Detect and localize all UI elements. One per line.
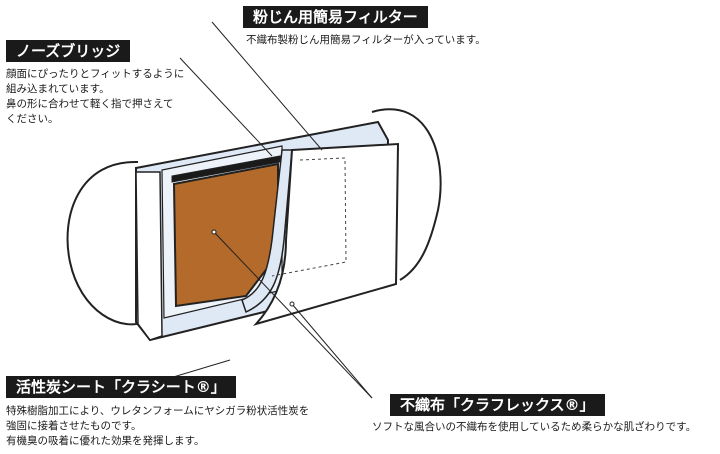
pointer-nose	[179, 57, 273, 157]
carbon-desc-line: 有機臭の吸着に優れた効果を発揮します。	[6, 435, 205, 447]
nonwoven-sheet	[252, 142, 400, 326]
carbon-title: 活性炭シート「クラシート®」	[6, 376, 236, 398]
filter-title: 粉じん用簡易フィルター	[243, 6, 428, 28]
carbon-desc-line: 特殊樹脂加工により、ウレタンフォームにヤシガラ粉状活性炭を	[6, 405, 310, 417]
pointer-dot-nonwoven	[289, 301, 295, 307]
nonwoven-desc: ソフトな風合いの不織布を使用しているため柔らかな肌ざわりです。	[372, 421, 697, 433]
mask-left-edge	[135, 171, 163, 341]
carbon-desc: 特殊樹脂加工により、ウレタンフォームにヤシガラ粉状活性炭を 強固に接着させたもの…	[6, 404, 309, 449]
left-ear-loop	[66, 160, 151, 326]
right-ear-loop	[371, 108, 442, 281]
nose-desc-line: ください。	[6, 113, 59, 125]
carbon-desc-line: 強固に接着させたものです。	[6, 420, 142, 432]
filter-desc: 不織布製粉じん用簡易フィルターが入っています。	[246, 34, 486, 46]
carbon-sheet	[172, 162, 279, 308]
nose-desc-line: 鼻の形に合わせて軽く指で押さえて	[6, 98, 174, 110]
nose-desc-line: 組み込まれています。	[6, 83, 110, 95]
pointer-nonwoven	[291, 303, 373, 399]
pointer-filter	[211, 21, 323, 151]
pointer-carbon	[213, 231, 373, 399]
nose-desc: 顔面にぴったりとフィットするように 組み込まれています。 鼻の形に合わせて軽く指…	[6, 67, 184, 127]
nonwoven-title: 不織布「クラフレックス®」	[390, 394, 605, 416]
nose-title: ノーズブリッジ	[6, 40, 131, 62]
pointer-dot-carbon	[211, 229, 217, 235]
filter-outline	[271, 157, 347, 277]
nose-desc-line: 顔面にぴったりとフィットするように	[6, 68, 185, 80]
